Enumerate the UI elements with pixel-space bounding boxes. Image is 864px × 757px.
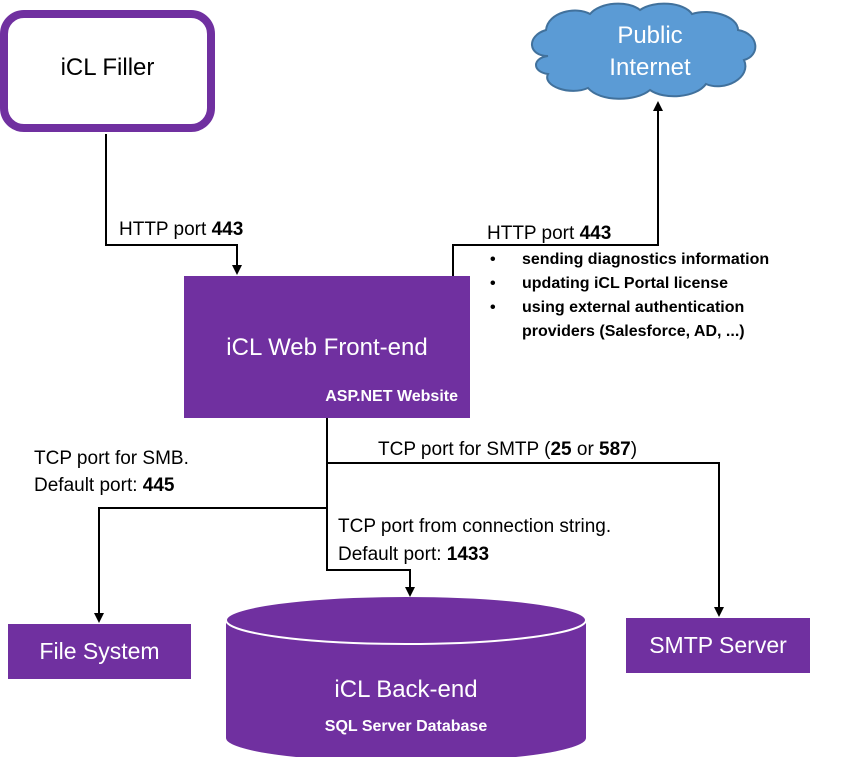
edge-filler-frontend [105,134,242,275]
list-item: • updating iCL Portal license [490,275,728,292]
list-item: • using external authentication [490,299,745,316]
label-smb-line1: TCP port for SMB. [34,448,189,469]
label-smb-line2: Default port: 445 [34,475,175,496]
edge-frontend-trunk [326,418,415,597]
backend-subtitle: SQL Server Database [324,718,488,735]
internet-title: Public Internet [560,20,740,84]
smtp-box [626,618,810,673]
label-frontend-smtp: TCP port for SMTP (25 or 587) [378,439,638,460]
filler-title: iCL Filler [60,54,155,81]
internet-title-line2: Internet [609,54,691,81]
label-filler-frontend: HTTP port 443 [119,219,244,240]
list-item: • sending diagnostics information [490,251,770,268]
label-db-line2: Default port: 1433 [338,544,490,565]
edge-frontend-smtp [327,462,724,617]
filler-box [0,10,215,132]
label-frontend-db: TCP port from connection string. Default… [338,513,611,569]
database-cylinder [225,595,587,757]
smtp-title: SMTP Server [649,632,787,658]
label-frontend-internet: HTTP port 443 [487,223,612,244]
label-db-line1: TCP port from connection string. [338,516,612,537]
frontend-subtitle: ASP.NET Website [325,388,458,405]
list-item: providers (Salesforce, AD, ...) [522,323,745,340]
backend-title: iCL Back-end [334,676,478,703]
frontend-title: iCL Web Front-end [226,334,428,361]
edge-frontend-internet [452,101,663,276]
edge-frontend-filesystem [94,507,327,623]
filesystem-box [8,624,191,679]
label-frontend-filesystem: TCP port for SMB. Default port: 445 [34,445,189,499]
frontend-box [184,276,470,418]
filesystem-title: File System [39,638,160,664]
cloud-shape [531,2,757,100]
internet-purpose-list: • sending diagnostics information • upda… [486,248,769,344]
internet-title-line1: Public [617,22,683,49]
